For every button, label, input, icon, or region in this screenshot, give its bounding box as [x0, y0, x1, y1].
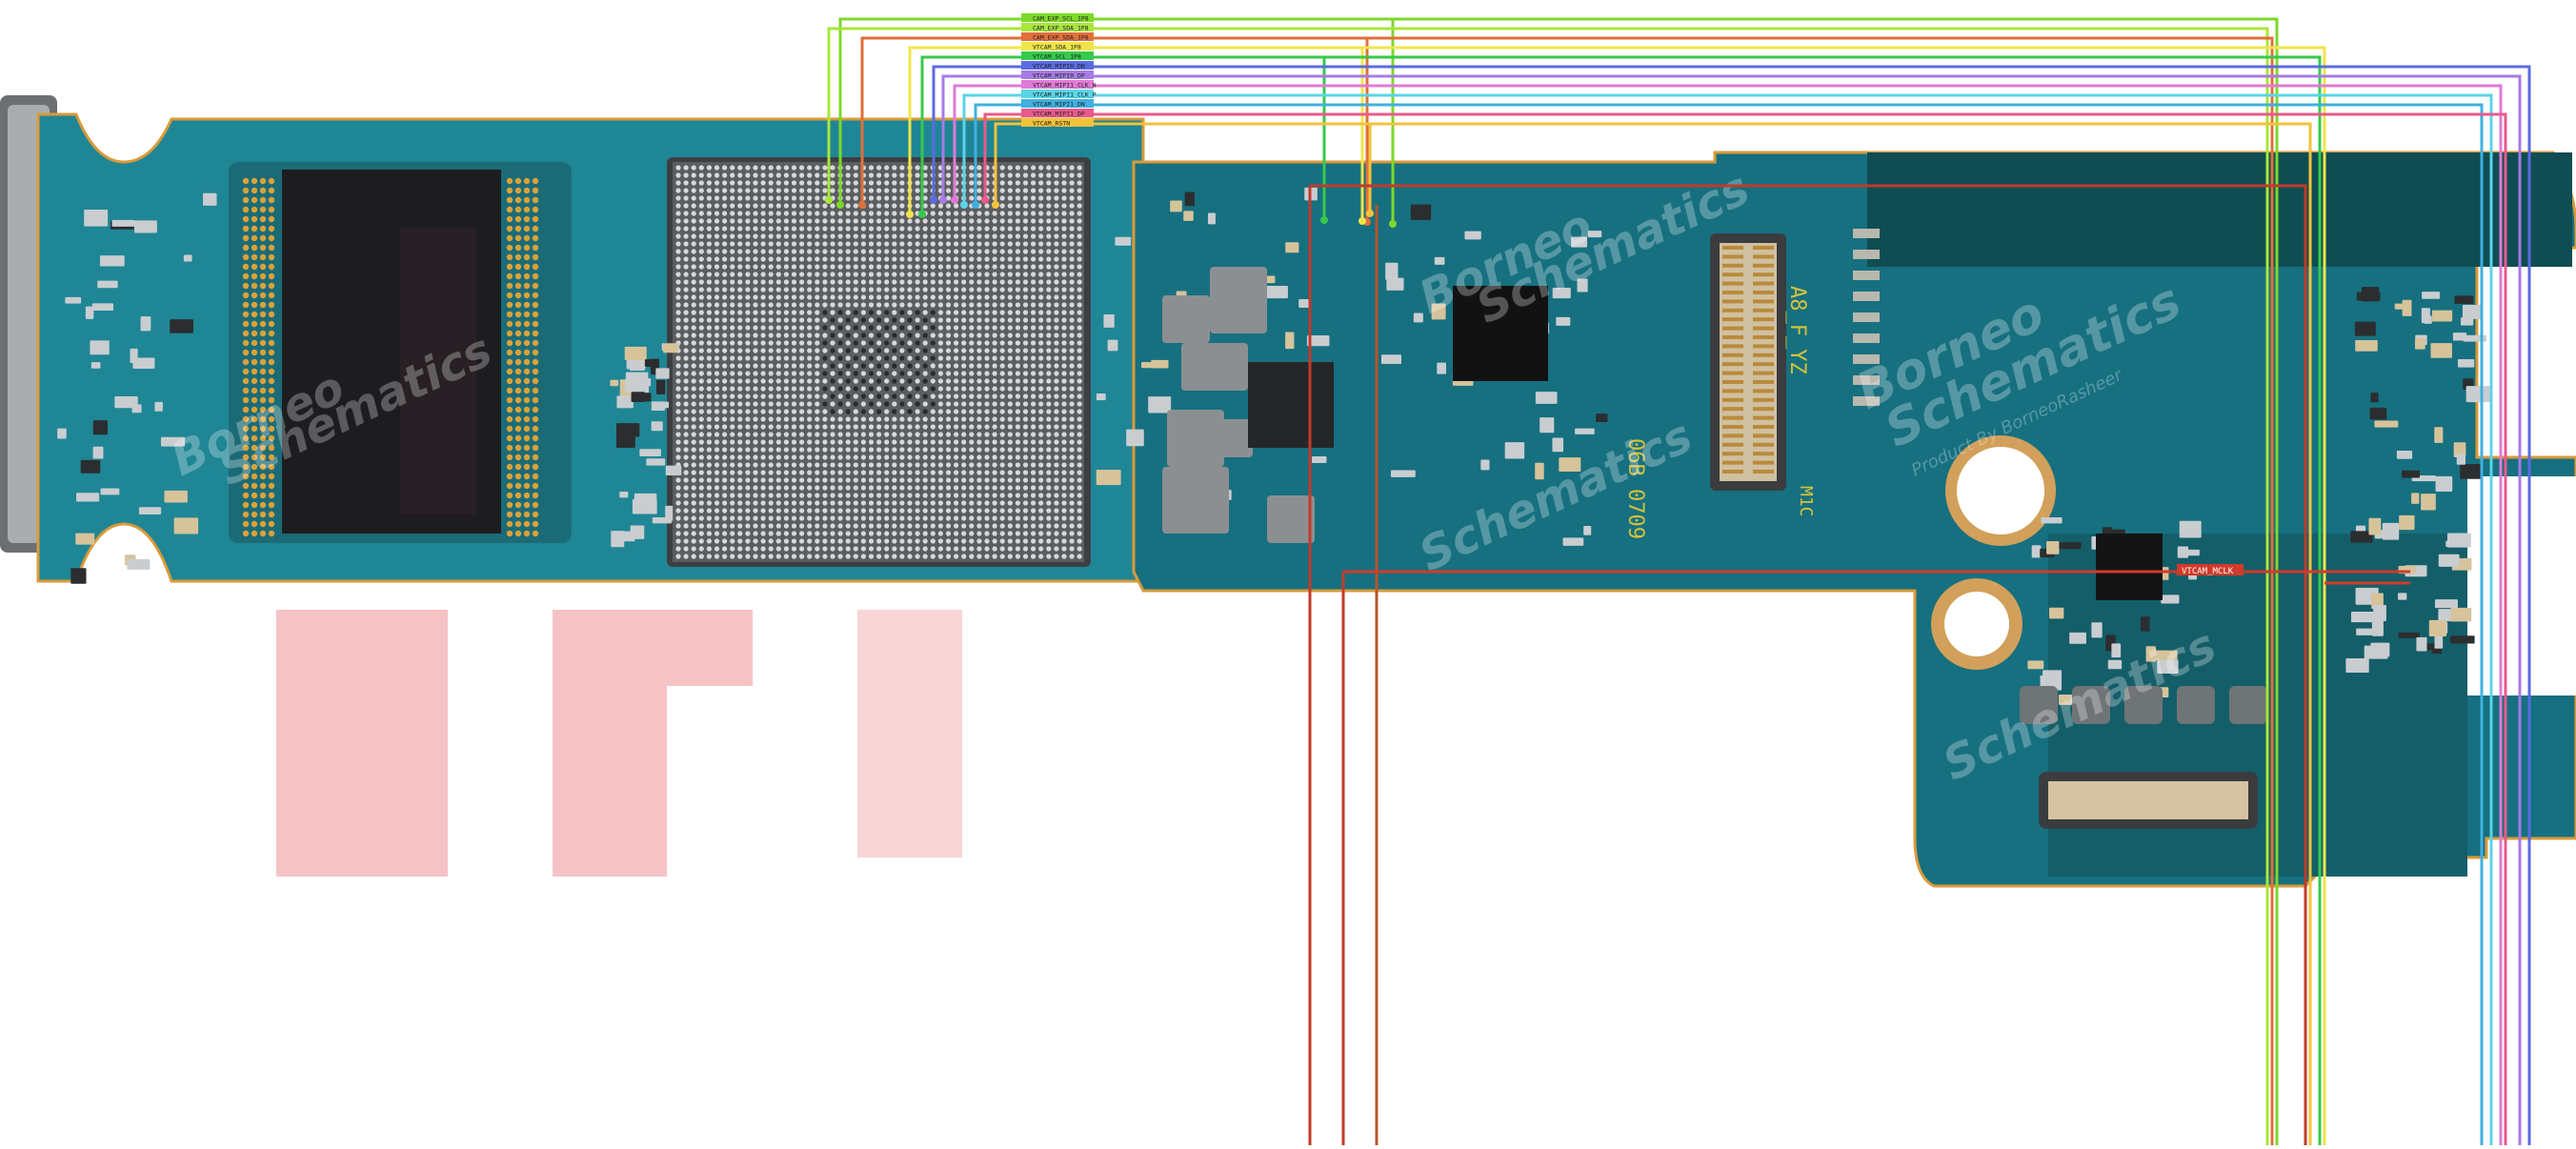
- rev-mark-b: 06B 0709: [1623, 438, 1647, 539]
- trace-pad-10: [972, 201, 979, 209]
- net-label-bg-4: [1021, 42, 1094, 50]
- mclk-label-bg: [2177, 564, 2244, 575]
- trace-pad-9: [960, 201, 968, 209]
- net-label-6: VTCAM_MIPI0_DN: [1033, 63, 1085, 71]
- trace-pad-2: [825, 196, 833, 204]
- net-label-10: VTCAM_MIPI1_DN: [1033, 101, 1085, 109]
- net-label-bg-1: [1021, 13, 1094, 22]
- bottom-connector: [2039, 772, 2258, 829]
- net-label-9: VTCAM_MIPI1_CLK_P: [1033, 91, 1097, 99]
- trace-pad-4: [906, 211, 914, 218]
- net-label-bg-5: [1021, 51, 1094, 60]
- trace-branch-pad-1: [1389, 220, 1397, 228]
- rev-mark-a: A8_F_YZ: [1785, 286, 1809, 374]
- net-label-bg-2: [1021, 23, 1094, 31]
- net-label-bg-7: [1021, 71, 1094, 79]
- net-label-8: VTCAM_MIPI1_CLK_N: [1033, 82, 1097, 90]
- trace-pad-11: [981, 196, 989, 204]
- net-label-12: VTCAM_RSTN: [1033, 120, 1070, 128]
- trace-1: [838, 17, 2279, 1145]
- trace-2: [827, 27, 2269, 1145]
- mark-c: M1C: [1796, 486, 1816, 517]
- net-label-bg-8: [1021, 80, 1094, 89]
- net-label-7: VTCAM_MIPI0_DP: [1033, 72, 1085, 80]
- power-ic: [1248, 362, 1334, 448]
- trace-pad-3: [858, 201, 866, 209]
- net-label-bg-12: [1021, 118, 1094, 127]
- trace-4: [908, 46, 2326, 1145]
- power-trace-4: [1310, 184, 2307, 1145]
- trace-8: [953, 84, 2503, 1145]
- trace-12: [994, 122, 2312, 1145]
- net-label-bg-10: [1021, 99, 1094, 108]
- trace-pad-8: [951, 196, 958, 204]
- net-label-4: VTCAM_SDA_1P8: [1033, 44, 1081, 51]
- net-label-5: VTCAM_SCL_1P8: [1033, 53, 1081, 61]
- mclk-label: VTCAM_MCLK: [2182, 567, 2234, 576]
- component-cluster: [57, 187, 2491, 724]
- cpu-bga: [667, 157, 1091, 567]
- net-label-bg-6: [1021, 61, 1094, 70]
- trace-10: [974, 103, 2484, 1145]
- trace-3: [860, 36, 2274, 1145]
- trace-11: [983, 112, 2507, 1145]
- trace-pad-7: [939, 196, 947, 204]
- trace-pad-12: [992, 201, 999, 209]
- net-label-bg-3: [1021, 32, 1094, 41]
- trace-branch-pad-12: [1366, 210, 1374, 217]
- trace-branch-pad-4: [1358, 217, 1366, 225]
- trace-9: [962, 93, 2493, 1145]
- ic-chip: [2096, 534, 2163, 600]
- trace-6: [932, 65, 2531, 1145]
- trace-pad-1: [836, 201, 844, 209]
- net-label-bg-11: [1021, 109, 1094, 117]
- trace-7: [941, 74, 2522, 1145]
- display-connector: [1710, 233, 1786, 491]
- trace-5: [920, 55, 2322, 1145]
- net-label-stack: CAM_EXP_SCL_1P8CAM_EXP_SDA_1P8CAM_EXP_SD…: [1021, 13, 1097, 128]
- net-label-bg-9: [1021, 90, 1094, 98]
- net-label-2: CAM_EXP_SDA_1P8: [1033, 25, 1089, 32]
- ic-chip-2: [1453, 286, 1548, 381]
- memory-chip: [229, 162, 572, 543]
- power-traces: [1308, 184, 2410, 1145]
- signal-traces: [825, 17, 2531, 1145]
- net-label-11: VTCAM_MIPI1_DP: [1033, 111, 1085, 118]
- net-label-1: CAM_EXP_SCL_1P8: [1033, 15, 1089, 23]
- trace-branch-pad-5: [1320, 216, 1328, 224]
- net-label-3: CAM_EXP_SDA_1P8: [1033, 34, 1089, 42]
- trace-pad-5: [918, 211, 926, 218]
- trace-pad-6: [930, 196, 937, 204]
